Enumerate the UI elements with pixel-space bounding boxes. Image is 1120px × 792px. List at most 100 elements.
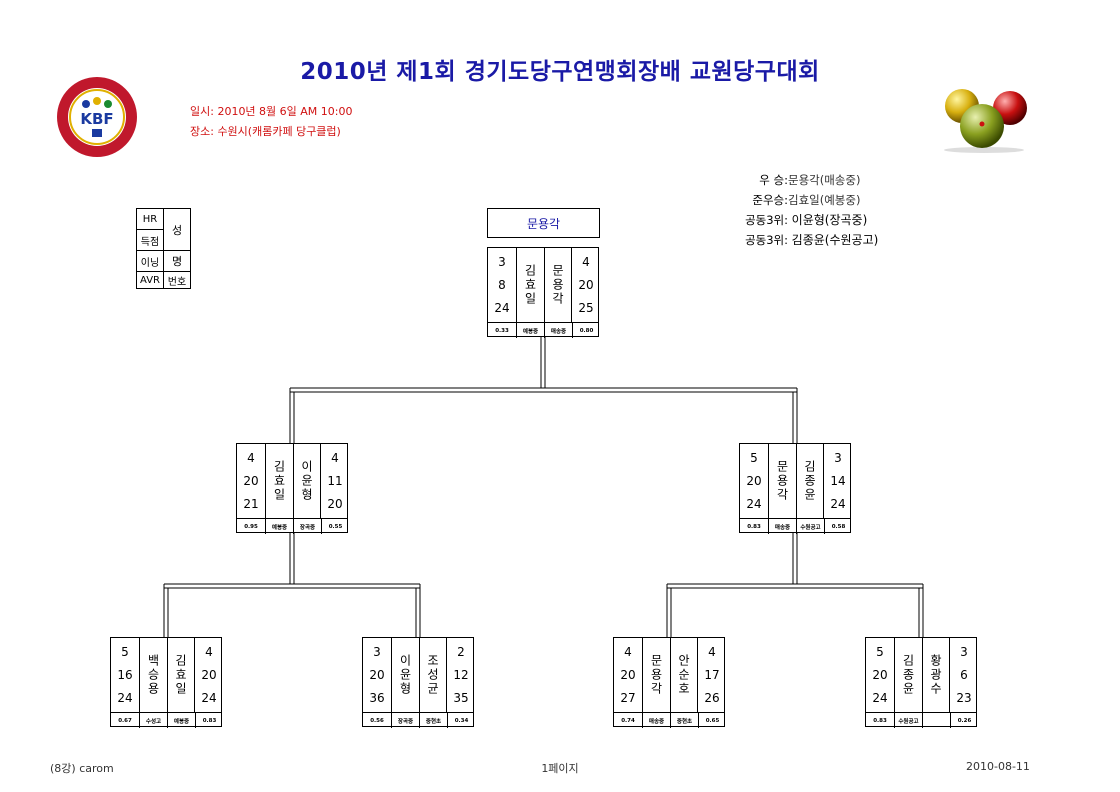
- left-player-name-cell: 김효일: [265, 444, 293, 518]
- left-player-name-cell: 문용각: [768, 444, 796, 518]
- footer-page: 1페이지: [541, 762, 579, 775]
- player-name: 김효일: [523, 264, 537, 306]
- player-school: 수원공고: [796, 519, 824, 534]
- player-avr: 0.83: [195, 713, 223, 728]
- legend-name-1: 성: [163, 208, 191, 251]
- player-school: 예봉중: [167, 713, 195, 728]
- player-avr: 0.83: [873, 717, 887, 724]
- player-hr: 4: [331, 451, 339, 466]
- player-name: 문용각: [775, 460, 789, 502]
- player-school: 예봉중: [516, 323, 544, 338]
- player-avr: 0.74: [621, 717, 635, 724]
- player-hr: 4: [247, 451, 255, 466]
- player-pts: 17: [704, 667, 720, 682]
- footer-left: (8강) carom: [50, 762, 114, 775]
- player-inn: 25: [578, 300, 594, 315]
- player-school: 수성고: [139, 713, 167, 728]
- left-player-name-cell: 문용각: [642, 638, 670, 712]
- player-hr: 4: [624, 645, 632, 660]
- player-avr: 0.34: [447, 713, 475, 728]
- left-player-name-cell: 백승용: [139, 638, 167, 712]
- player-inn: 26: [704, 690, 720, 705]
- player-inn: 21: [243, 496, 259, 511]
- player-inn: 24: [117, 690, 133, 705]
- player-avr: 0.83: [747, 523, 761, 530]
- footer-date: 2010-08-11: [966, 760, 1030, 773]
- player-pts: 6: [960, 667, 968, 682]
- player-avr: 0.58: [824, 519, 852, 534]
- player-avr: 0.55: [321, 519, 349, 534]
- legend-table: HR 성 득점 이닝 명 AVR 번호: [136, 208, 191, 289]
- player-school: 중현초: [670, 713, 698, 728]
- right-player-scores: 4 17 26: [698, 638, 726, 712]
- player-avr: 0.67: [118, 717, 132, 724]
- right-player-name-cell: 김종윤: [796, 444, 824, 518]
- left-player-scores: 4 20 21: [237, 444, 265, 518]
- right-player-name-cell: 문용각: [544, 248, 572, 322]
- player-avr: 0.65: [698, 713, 726, 728]
- player-name: 문용각: [550, 264, 565, 306]
- player-hr: 3: [960, 645, 968, 660]
- left-player-name-cell: 김효일: [516, 248, 544, 322]
- player-hr: 4: [582, 255, 590, 270]
- player-name: 이윤형: [398, 654, 412, 696]
- legend-number: 번호: [163, 271, 191, 289]
- right-player-scores: 3 6 23: [950, 638, 978, 712]
- player-name: 이윤형: [299, 460, 314, 502]
- player-pts: 20: [201, 667, 217, 682]
- player-school: 매송중: [544, 323, 572, 338]
- kbf-logo: KBF: [57, 77, 137, 157]
- player-pts: 11: [327, 473, 343, 488]
- player-school: 수원공고: [894, 713, 922, 728]
- player-inn: 23: [956, 690, 972, 705]
- player-name: 문용각: [649, 654, 663, 696]
- left-player-name-cell: 김종윤: [894, 638, 922, 712]
- player-school: 장곡중: [293, 519, 321, 534]
- player-avr: 0.26: [950, 713, 978, 728]
- player-pts: 20: [872, 667, 888, 682]
- right-player-scores: 4 20 25: [572, 248, 600, 322]
- player-school: 매송중: [642, 713, 670, 728]
- right-player-scores: 4 11 20: [321, 444, 349, 518]
- player-name: 김효일: [272, 460, 286, 502]
- player-name: 안순호: [676, 654, 691, 696]
- right-player-name-cell: 안순호: [670, 638, 698, 712]
- standing-third-2: 공동3위: 김종윤(수원공고): [745, 233, 879, 247]
- player-school: 예봉중: [265, 519, 293, 534]
- player-inn: 20: [327, 496, 343, 511]
- player-hr: 3: [834, 451, 842, 466]
- player-pts: 8: [498, 277, 506, 292]
- player-pts: 20: [369, 667, 385, 682]
- player-inn: 24: [872, 690, 888, 705]
- player-name: 김효일: [173, 654, 188, 696]
- billiard-balls-image: [944, 89, 1027, 153]
- event-place: 장소: 수원시(캐롬카페 당구클럽): [190, 125, 341, 138]
- player-name: 조성균: [425, 654, 440, 696]
- player-name: 김종윤: [802, 460, 817, 502]
- player-school: 중현초: [419, 713, 447, 728]
- player-hr: 4: [708, 645, 716, 660]
- player-inn: 27: [620, 690, 636, 705]
- player-pts: 20: [578, 277, 594, 292]
- standing-third-1: 공동3위: 이윤형(장곡중): [745, 213, 868, 227]
- player-pts: 20: [243, 473, 259, 488]
- player-name: 백승용: [146, 654, 160, 696]
- player-avr: 0.80: [572, 323, 600, 338]
- player-hr: 4: [205, 645, 213, 660]
- player-avr: 0.33: [495, 327, 509, 334]
- final-standings: 우 승:문용각(매송중) 준우승:김효일(예봉중) 공동3위: 이윤형(장곡중)…: [728, 170, 878, 250]
- right-player-name-cell: 김효일: [167, 638, 195, 712]
- player-school: [922, 713, 950, 728]
- player-avr: 0.95: [244, 523, 258, 530]
- standing-winner: 우 승:문용각(매송중): [759, 173, 861, 187]
- right-player-name-cell: 이윤형: [293, 444, 321, 518]
- event-date: 일시: 2010년 8월 6일 AM 10:00: [190, 105, 353, 118]
